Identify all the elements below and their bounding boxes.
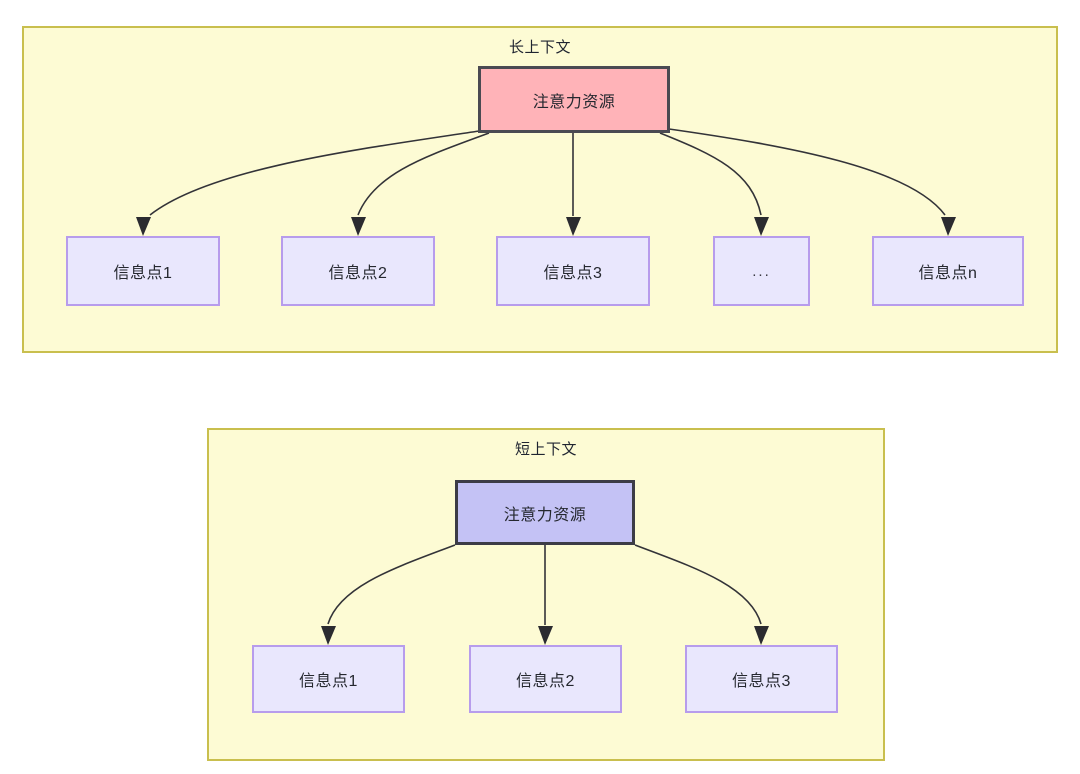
node-attention-resource-long[interactable]: 注意力资源 bbox=[478, 66, 670, 133]
node-attention-resource-short-label: 注意力资源 bbox=[503, 506, 587, 524]
node-info-point-short-3-label: 信息点3 bbox=[732, 673, 791, 690]
node-info-point-short-1-label: 信息点1 bbox=[299, 673, 358, 690]
group-long-context-title: 长上下文 bbox=[508, 39, 571, 56]
group-short-context-title: 短上下文 bbox=[514, 441, 577, 458]
node-info-point-long-ellipsis[interactable]: ... bbox=[713, 236, 810, 306]
node-info-point-short-2-label: 信息点2 bbox=[516, 673, 575, 690]
node-info-point-short-2[interactable]: 信息点2 bbox=[469, 645, 622, 713]
node-info-point-long-3[interactable]: 信息点3 bbox=[496, 236, 650, 306]
node-info-point-long-1-label: 信息点1 bbox=[113, 265, 173, 282]
node-info-point-long-2-label: 信息点2 bbox=[328, 265, 388, 282]
node-info-point-long-2[interactable]: 信息点2 bbox=[281, 236, 435, 306]
node-info-point-short-1[interactable]: 信息点1 bbox=[252, 645, 405, 713]
node-info-point-long-1[interactable]: 信息点1 bbox=[66, 236, 220, 306]
node-attention-resource-short[interactable]: 注意力资源 bbox=[455, 480, 635, 545]
node-info-point-long-n[interactable]: 信息点n bbox=[872, 236, 1024, 306]
node-info-point-long-ellipsis-label: ... bbox=[752, 262, 771, 280]
node-info-point-long-n-label: 信息点n bbox=[918, 265, 978, 282]
node-attention-resource-long-label: 注意力资源 bbox=[532, 93, 616, 111]
node-info-point-long-3-label: 信息点3 bbox=[543, 265, 603, 282]
node-info-point-short-3[interactable]: 信息点3 bbox=[685, 645, 838, 713]
